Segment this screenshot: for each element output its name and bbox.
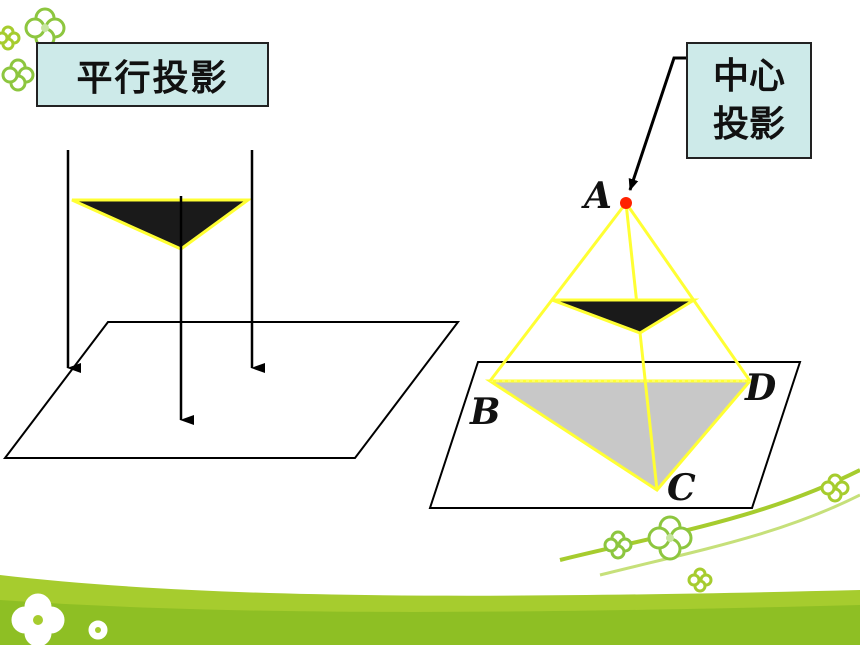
flower-icon xyxy=(1,58,35,92)
flower-icon xyxy=(11,593,65,645)
object-triangle-right xyxy=(551,298,700,335)
flower-icon xyxy=(0,25,21,51)
flower-icon xyxy=(820,473,850,503)
flower-icon xyxy=(88,620,108,640)
central-projection-label-line2: 投影 xyxy=(712,103,785,145)
flower-icon xyxy=(603,530,633,560)
parallel-projection-title: 平行投影 xyxy=(36,42,269,107)
point-label-a: A xyxy=(584,175,612,217)
light-source-point-a xyxy=(620,197,632,209)
projection-plane-left xyxy=(2,321,461,459)
flower-icon xyxy=(24,7,66,49)
point-label-b: B xyxy=(470,391,501,433)
decorative-ground-band xyxy=(0,468,860,645)
point-label-c: C xyxy=(667,467,696,509)
parallel-projection-diagram xyxy=(2,150,461,459)
shadow-triangle-bcd xyxy=(484,379,754,492)
central-projection-label-line1: 中心 xyxy=(712,55,785,97)
point-label-d: D xyxy=(745,367,777,409)
decorative-flowers-top-left xyxy=(0,7,66,92)
central-projection-diagram xyxy=(428,56,802,509)
projection-ray-ac xyxy=(624,202,659,491)
flower-icon xyxy=(687,567,713,593)
projection-ray-ad xyxy=(624,202,752,382)
pointer-arrow xyxy=(628,56,686,191)
flower-icon xyxy=(647,515,693,561)
projection-ray-ab xyxy=(488,202,628,382)
parallel-projection-label: 平行投影 xyxy=(76,57,229,99)
central-projection-title: 中心 投影 xyxy=(686,42,812,159)
decorative-flowers-bottom xyxy=(11,473,850,645)
object-triangle-left xyxy=(71,198,253,251)
